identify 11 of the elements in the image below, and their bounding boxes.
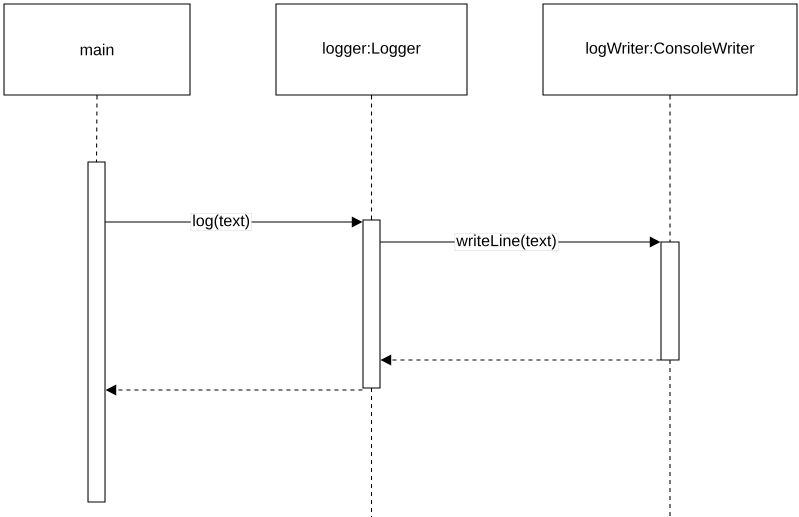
activation-bar	[660, 241, 680, 361]
lifeline	[370, 96, 372, 220]
edge-label: writeLine(text)	[454, 232, 558, 252]
participant-box: logWriter:ConsoleWriter	[542, 3, 798, 96]
edge-label: log(text)	[190, 212, 252, 232]
activation-bar	[362, 219, 381, 389]
lifeline	[96, 96, 98, 162]
lifeline	[669, 96, 671, 242]
activation-bar	[87, 161, 106, 503]
participant-box: logger:Logger	[275, 3, 468, 96]
participant-box: main	[3, 3, 191, 96]
